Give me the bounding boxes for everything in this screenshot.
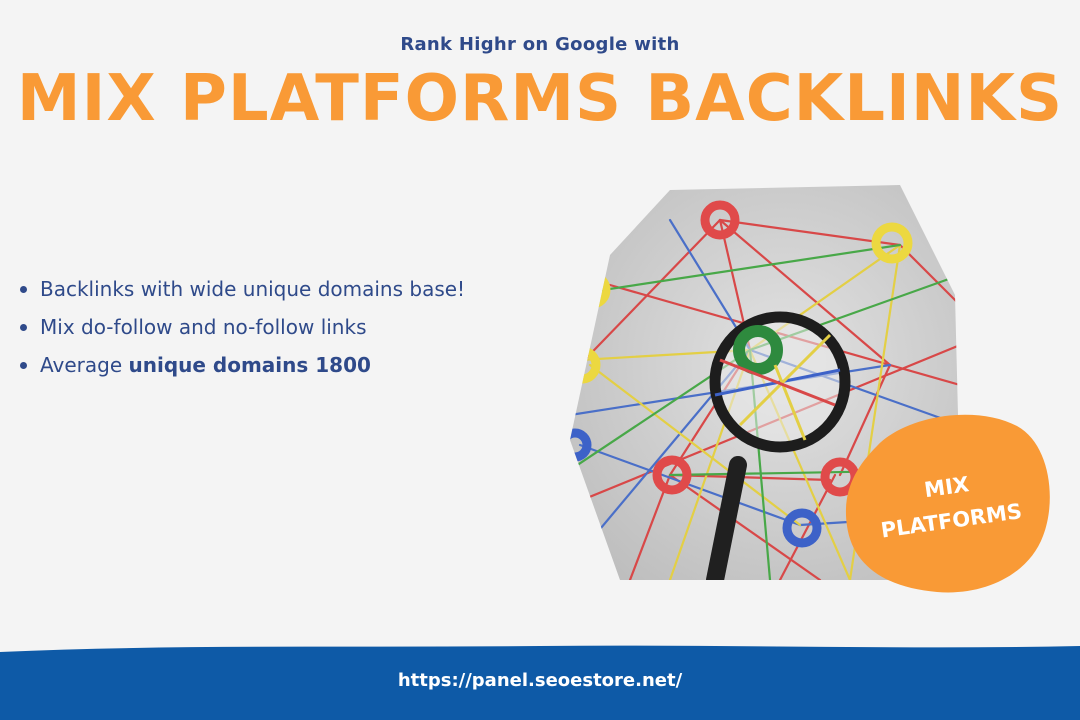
footer-url-link[interactable]: https://panel.seoestore.net/ [397, 670, 683, 691]
feature-text: Mix do-follow and no-follow links [40, 315, 367, 339]
page-title: MIX PLATFORMS BACKLINKS [16, 62, 1064, 136]
footer-wave [0, 645, 1080, 720]
feature-text: Backlinks with wide unique domains base! [40, 277, 466, 301]
feature-list: Backlinks with wide unique domains base!… [18, 270, 465, 384]
feature-item: Backlinks with wide unique domains base! [18, 270, 465, 308]
feature-text-prefix: Average [40, 353, 129, 377]
feature-text-bold: unique domains 1800 [128, 353, 371, 377]
feature-item: Average unique domains 1800 [18, 346, 465, 384]
badge-blob-shape [845, 414, 1050, 593]
feature-item: Mix do-follow and no-follow links [18, 308, 465, 346]
subtitle: Rank Highr on Google with [400, 34, 680, 55]
magnifying-glass-network-photo [570, 185, 960, 580]
